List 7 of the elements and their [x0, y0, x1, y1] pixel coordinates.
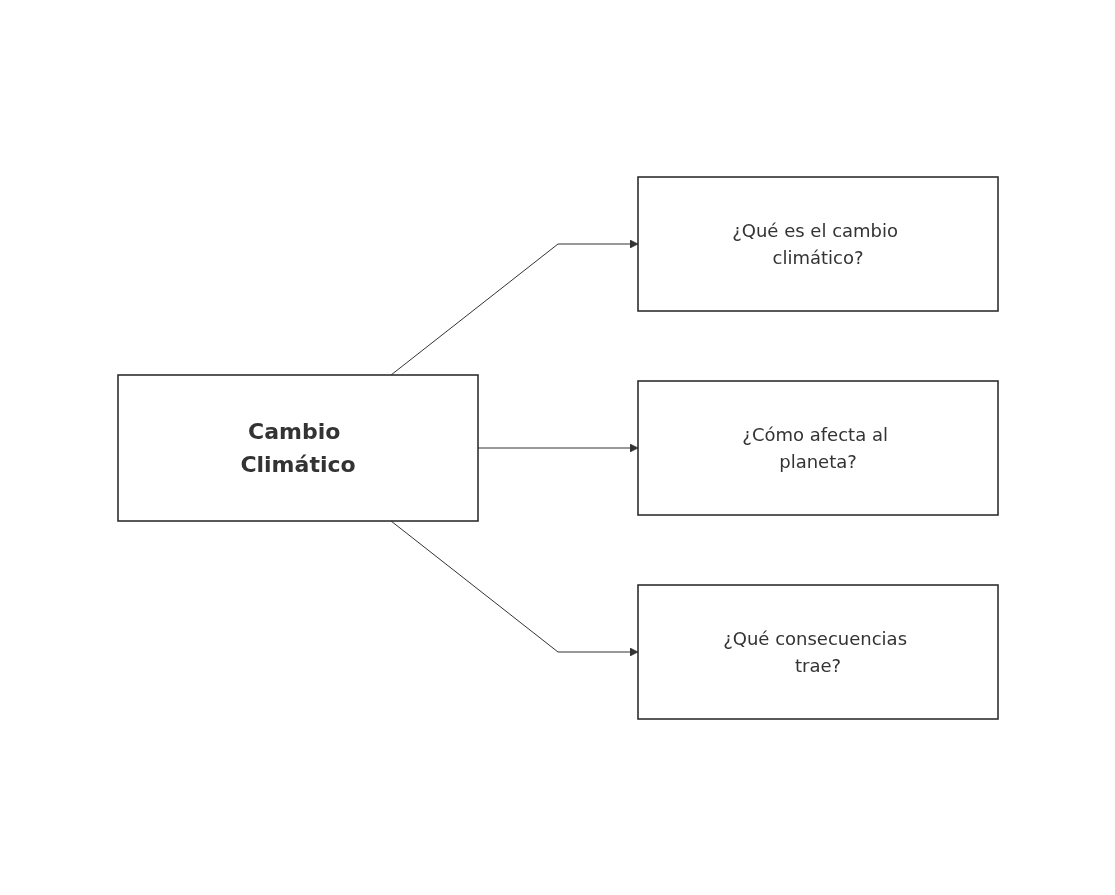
node-box: ¿Qué es el cambio climático? [636, 175, 999, 312]
node-box: ¿Qué consecuencias trae? [636, 583, 999, 720]
node-box: Cambio Climático [116, 373, 479, 522]
node-box: ¿Cómo afecta al planeta? [636, 379, 999, 516]
arrow [390, 520, 638, 656]
arrow [477, 443, 638, 452]
arrow [390, 239, 638, 375]
